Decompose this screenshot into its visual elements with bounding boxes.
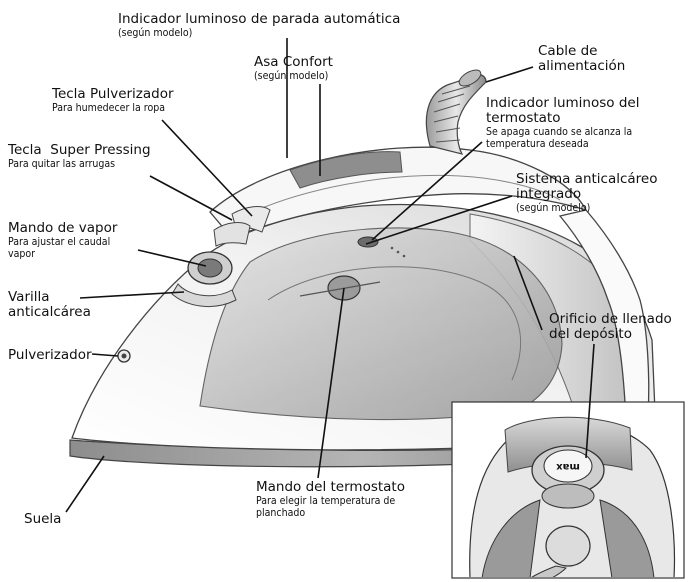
label-mando-vapor: Mando de vapor Para ajustar el caudal va… — [8, 221, 117, 260]
label-indicador-termostato-note-2: temperatura deseada — [486, 138, 639, 150]
label-indicador-termostato-title-2: termostato — [486, 111, 639, 126]
label-sistema-anticalcareo-note: (según modelo) — [516, 202, 658, 214]
max-mark: max — [556, 461, 580, 472]
label-indicador-parada: Indicador luminoso de parada automática … — [118, 12, 400, 39]
label-indicador-parada-note: (según modelo) — [118, 27, 400, 39]
label-mando-vapor-title: Mando de vapor — [8, 221, 117, 236]
label-indicador-termostato-note-1: Se apaga cuando se alcanza la — [486, 126, 639, 138]
label-asa-confort-note: (según modelo) — [254, 70, 333, 82]
label-pulverizador: Pulverizador — [8, 348, 92, 363]
label-indicador-parada-title: Indicador luminoso de parada automática — [118, 12, 400, 27]
label-varilla-title-2: anticalcárea — [8, 305, 91, 320]
label-orificio: Orificio de llenado del depósito — [549, 312, 672, 342]
label-tecla-pulverizador: Tecla Pulverizador Para humedecer la rop… — [52, 87, 174, 114]
thermostat-light-shape — [358, 237, 378, 247]
label-sistema-anticalcareo-title-2: integrado — [516, 187, 658, 202]
leader-suela — [66, 456, 104, 512]
label-cable-title-2: alimentación — [538, 59, 625, 74]
label-mando-termostato-title: Mando del termostato — [256, 480, 405, 495]
label-asa-confort-title: Asa Confort — [254, 55, 333, 70]
label-mando-vapor-note-1: Para ajustar el caudal — [8, 236, 117, 248]
label-sistema-anticalcareo-title-1: Sistema anticalcáreo — [516, 172, 658, 187]
leader-cable — [486, 67, 533, 82]
label-suela-title: Suela — [24, 512, 61, 527]
label-tecla-pulverizador-note: Para humedecer la ropa — [52, 102, 174, 114]
fill-opening-inset: max — [452, 402, 684, 580]
label-mando-vapor-note-2: vapor — [8, 248, 117, 260]
label-suela: Suela — [24, 512, 61, 527]
cable-shape — [426, 74, 486, 154]
label-cable-title-1: Cable de — [538, 44, 625, 59]
label-orificio-title-2: del depósito — [549, 327, 672, 342]
label-indicador-termostato: Indicador luminoso del termostato Se apa… — [486, 96, 639, 150]
label-pulverizador-title: Pulverizador — [8, 348, 92, 363]
label-tecla-super-pressing-note: Para quitar las arrugas — [8, 158, 151, 170]
label-mando-termostato-note-1: Para elegir la temperatura de — [256, 495, 405, 507]
label-sistema-anticalcareo: Sistema anticalcáreo integrado (según mo… — [516, 172, 658, 214]
label-tecla-super-pressing-title: Tecla Super Pressing — [8, 143, 151, 158]
label-mando-termostato-note-2: planchado — [256, 507, 405, 519]
label-indicador-termostato-title-1: Indicador luminoso del — [486, 96, 639, 111]
label-varilla-title-1: Varilla — [8, 290, 91, 305]
label-varilla: Varilla anticalcárea — [8, 290, 91, 320]
leader-pulverizador — [92, 354, 118, 356]
label-cable: Cable de alimentación — [538, 44, 625, 74]
label-mando-termostato: Mando del termostato Para elegir la temp… — [256, 480, 405, 519]
label-tecla-pulverizador-title: Tecla Pulverizador — [52, 87, 174, 102]
label-asa-confort: Asa Confort (según modelo) — [254, 55, 333, 82]
label-tecla-super-pressing: Tecla Super Pressing Para quitar las arr… — [8, 143, 151, 170]
leader-tecla-pulverizador — [162, 120, 252, 216]
label-orificio-title-1: Orificio de llenado — [549, 312, 672, 327]
